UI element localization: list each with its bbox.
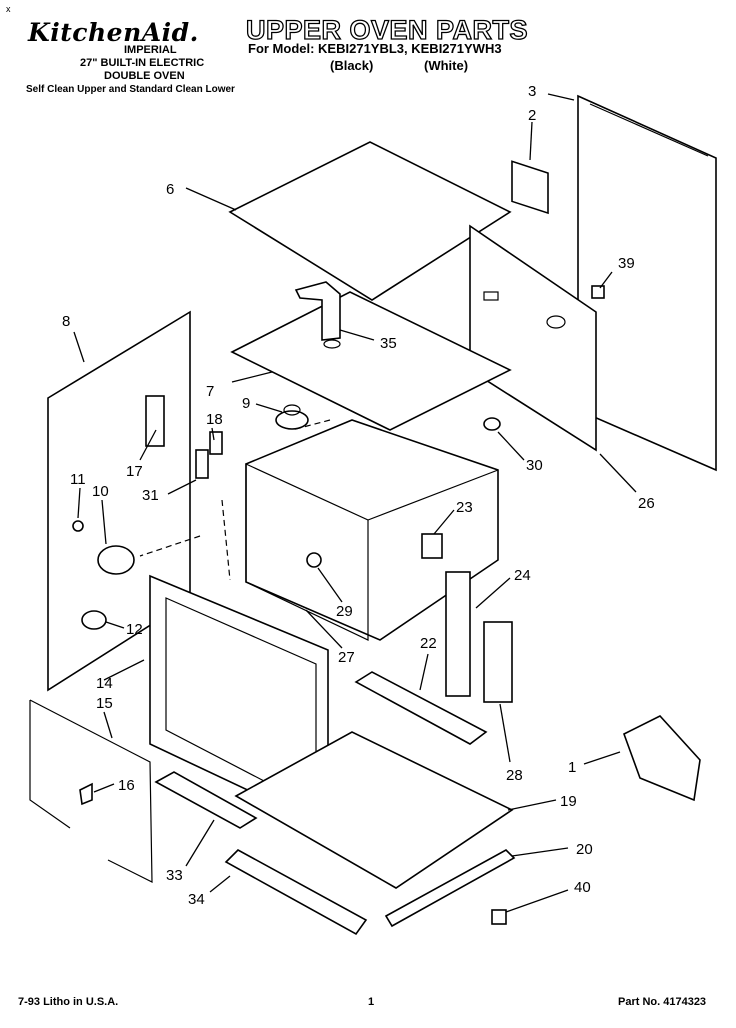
part-26-rear-panel [469,224,597,452]
callout-2: 2 [528,107,536,124]
part-28-hinge [483,621,513,703]
part-31-thermostat [195,449,209,479]
part-19-bottom-panel [234,731,514,889]
callout-10: 10 [92,483,109,500]
callout-31: 31 [142,487,159,504]
callout-11: 11 [70,471,86,488]
callout-40: 40 [574,879,591,896]
callout-28: 28 [506,767,523,784]
color-black-label: (Black) [330,58,374,73]
model-numbers: For Model: KEBI271YBL3, KEBI271YWH3 [248,41,502,56]
callout-3: 3 [528,83,536,100]
part-17-switch [145,395,165,447]
part-15-door-gasket [29,699,153,883]
callout-9: 9 [242,395,250,412]
callout-15: 15 [96,695,113,712]
callout-35: 35 [380,335,397,352]
callout-14: 14 [96,675,113,692]
part-12-lamp [81,610,107,630]
callout-20: 20 [576,841,593,858]
callout-34: 34 [188,891,205,908]
part-6-top-panel [228,141,512,301]
part-30-lamp-lens [483,417,501,431]
part-33-vent [154,771,258,829]
subtitle-built-in: 27" BUILT-IN ELECTRIC [80,57,205,69]
part-7-top-plate [230,291,512,431]
footer-page-number: 1 [368,996,375,1008]
part-35-vent-duct [294,281,341,341]
color-white-label: (White) [424,58,469,73]
corner-mark: x [6,4,11,14]
part-29-knob [306,552,322,568]
part-11-screw [72,520,84,532]
callout-24: 24 [514,567,531,584]
callout-16: 16 [118,777,135,794]
callout-33: 33 [166,867,183,884]
subtitle-double-oven: DOUBLE OVEN [104,70,185,82]
part-1-cover [623,715,701,802]
part-20-trim [384,849,516,928]
footer-part-number: Part No. 4174323 [618,996,707,1008]
callout-27: 27 [338,649,355,666]
part-39-clip [591,285,605,299]
footer-litho: 7-93 Litho in U.S.A. [18,996,119,1008]
callout-29: 29 [336,603,353,620]
subtitle-imperial: IMPERIAL [124,44,177,56]
callout-1: 1 [568,759,576,776]
part-22-rail [354,671,488,745]
part-16-clip [79,782,93,806]
callout-numbers: 6 3 2 39 35 7 9 8 17 18 31 11 10 12 14 1… [62,83,655,908]
part-10-lamp-socket [97,545,135,575]
part-24-bracket [445,571,471,697]
subtitle-clean-type: Self Clean Upper and Standard Clean Lowe… [26,84,235,95]
part-9-fan [275,410,309,430]
callout-23: 23 [456,499,473,516]
part-2-bracket [511,160,549,215]
leader-lines [73,93,637,913]
part-40-clip [491,909,507,925]
brand-logo: KitchenAid. [28,18,199,47]
callout-26: 26 [638,495,655,512]
callout-8: 8 [62,313,70,330]
page-title: UPPER OVEN PARTS [245,14,529,45]
callout-6: 6 [166,181,174,198]
part-34-trim [224,849,368,936]
callout-39: 39 [618,255,635,272]
callout-17: 17 [126,463,143,480]
callout-19: 19 [560,793,577,810]
part-18-clip [209,431,223,455]
callout-18: 18 [206,411,223,428]
callout-12: 12 [126,621,143,638]
callout-22: 22 [420,635,437,652]
part-23-plate [421,533,443,559]
callout-30: 30 [526,457,543,474]
callout-7: 7 [206,383,214,400]
part-3-side-panel [577,94,717,472]
